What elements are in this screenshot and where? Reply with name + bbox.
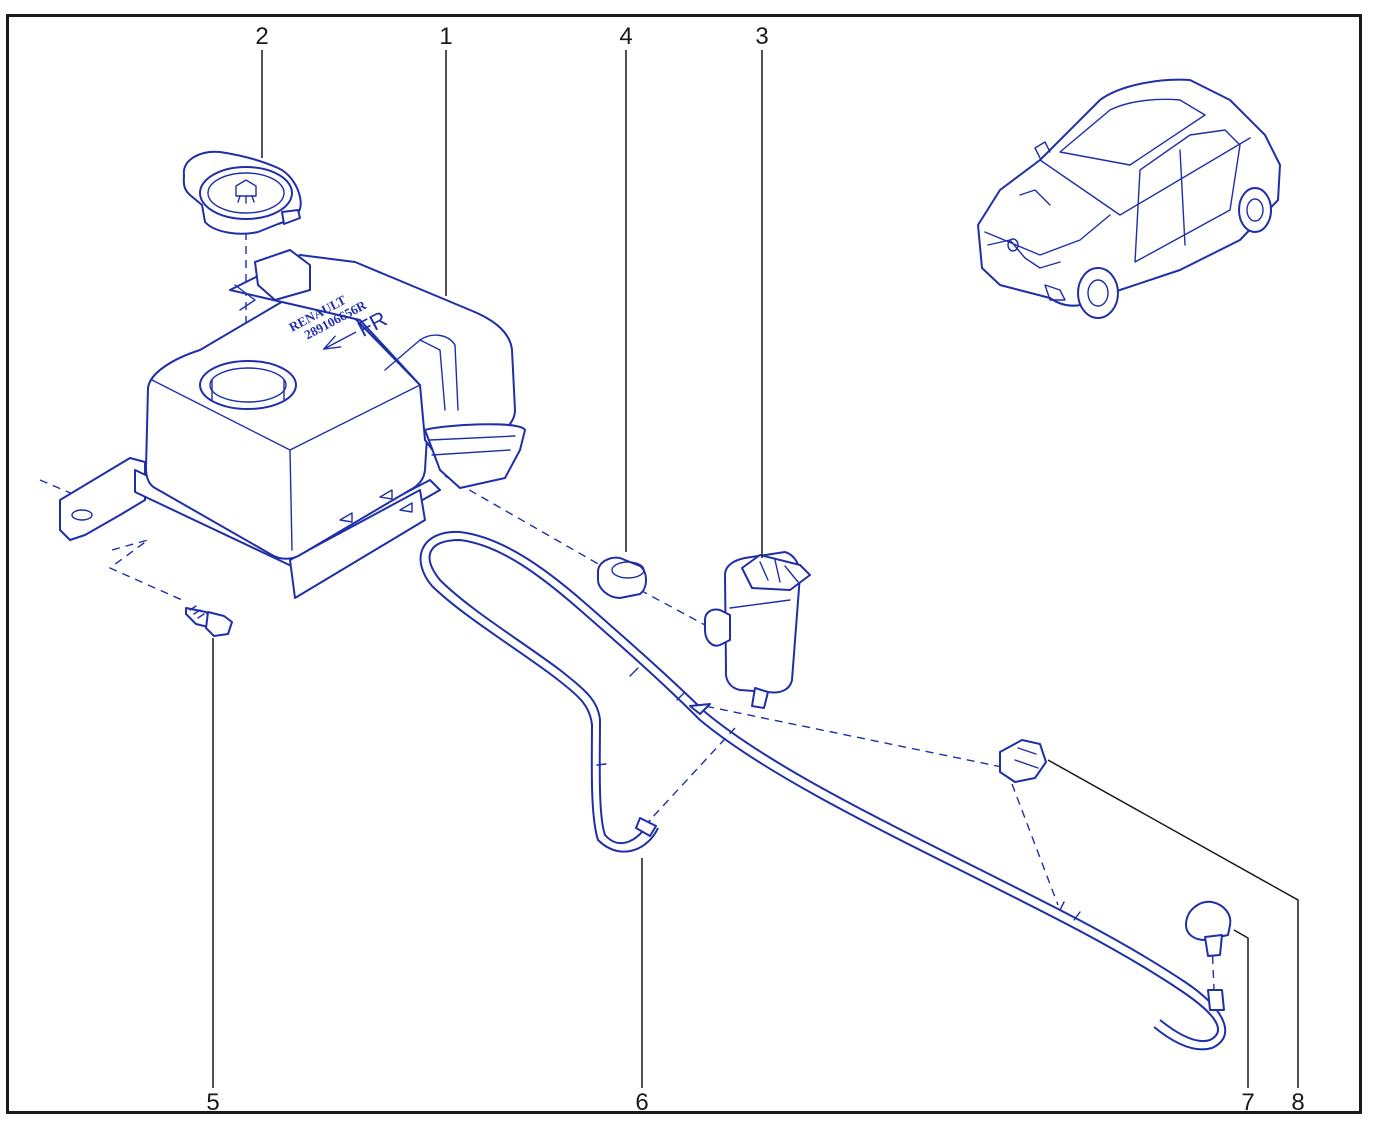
callout-6: 6 [635, 1089, 648, 1116]
callout-2: 2 [255, 23, 268, 50]
washer-hose [419, 530, 1227, 1051]
callout-leaders [212, 50, 1299, 1088]
washer-reservoir: RENAULT 289106656R FR [59, 249, 526, 599]
washer-nozzle [1185, 900, 1232, 957]
callout-labels: 2 1 4 3 5 6 7 8 [206, 23, 1304, 1116]
callout-3: 3 [755, 23, 768, 50]
callout-4: 4 [619, 23, 632, 50]
mounting-bolt [185, 605, 233, 637]
callout-7: 7 [1241, 1089, 1254, 1116]
diagram-frame [6, 14, 1362, 1114]
hose-connector [999, 739, 1047, 783]
washer-pump [704, 551, 811, 709]
callout-1: 1 [439, 23, 452, 50]
reservoir-cap [182, 150, 302, 235]
vehicle-location-view [977, 78, 1281, 319]
pump-grommet [597, 556, 647, 599]
callout-8: 8 [1291, 1089, 1304, 1116]
callout-5: 5 [206, 1089, 219, 1116]
